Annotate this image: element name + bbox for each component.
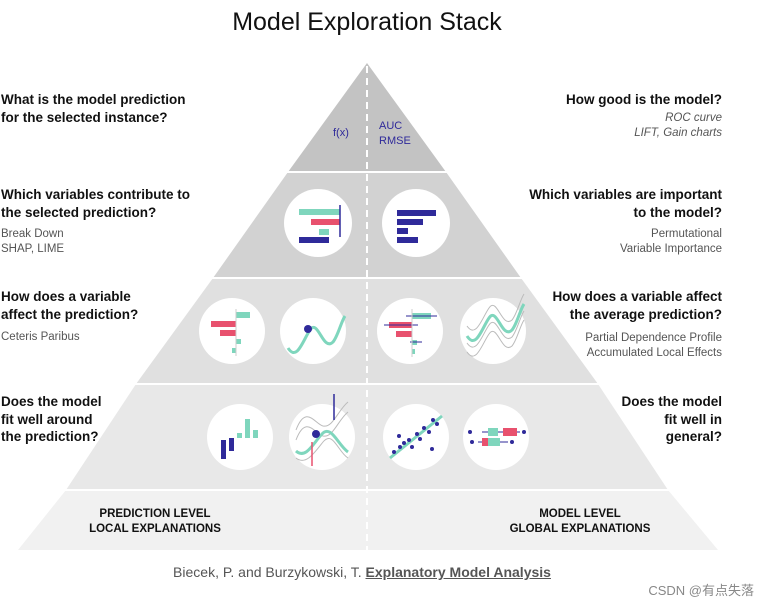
variable-importance-icon: [382, 189, 450, 257]
apex-metric-rmse: RMSE: [379, 135, 411, 147]
local-fit-profile-icon: [289, 394, 355, 470]
break-down-icon: [284, 189, 352, 257]
partial-dependence-bars-icon: [377, 298, 443, 364]
right-question-1: How good is the model?: [566, 92, 722, 107]
book-link[interactable]: Explanatory Model Analysis: [365, 564, 551, 580]
left-methods-3: Ceteris Paribus: [1, 331, 80, 343]
citation: Biecek, P. and Burzykowski, T. Explanato…: [173, 564, 551, 580]
watermark: CSDN @有点失落: [648, 583, 754, 598]
partial-dependence-profile-icon: [460, 293, 526, 364]
ceteris-paribus-bars-icon: [199, 298, 265, 364]
residual-boxplot-icon: [463, 404, 529, 470]
page-title: Model Exploration Stack: [232, 8, 502, 36]
prediction-function-label: f(x): [333, 127, 349, 139]
pyramid-tier-4: [66, 384, 668, 490]
residual-scatter-icon: [383, 404, 449, 470]
local-residual-bars-icon: [207, 404, 273, 470]
apex-metric-auc: AUC: [379, 120, 403, 132]
ceteris-paribus-profile-icon: [280, 298, 347, 364]
pyramid-tier-5: [18, 490, 718, 550]
